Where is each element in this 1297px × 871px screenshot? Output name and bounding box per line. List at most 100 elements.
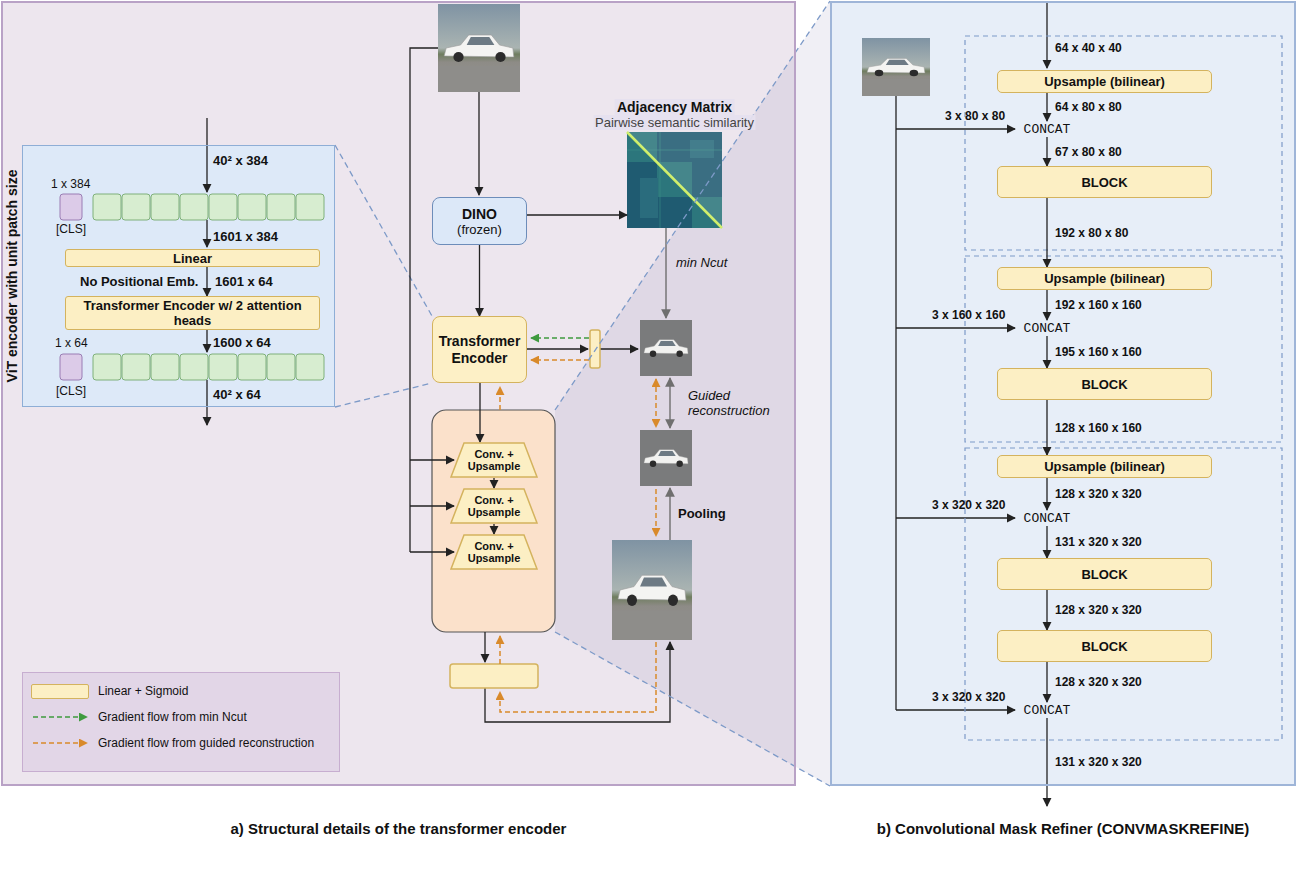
token-row [238, 194, 266, 220]
linear-layer: Linear [65, 249, 320, 267]
legend-box: Linear + SigmoidGradient flow from min N… [22, 672, 340, 772]
gradient-arrow [655, 489, 657, 536]
panel-caption: a) Structural details of the transformer… [0, 820, 854, 838]
annotation: 1 x 64 [55, 336, 88, 350]
token-row [60, 194, 82, 220]
token-row [238, 354, 266, 380]
label-slot: 40² x 384 [213, 153, 268, 168]
upsample-box: Upsample (bilinear) [997, 267, 1212, 290]
label-slot: 3 x 320 x 320 [932, 690, 1005, 704]
node-text: Upsample (bilinear) [1044, 74, 1165, 89]
mask-image [640, 320, 692, 376]
connector [479, 245, 480, 316]
zoom-line [555, 1, 830, 410]
dimension-label: 1601 x 64 [215, 274, 273, 289]
flow-arrow [484, 632, 485, 662]
node-text: Upsample (bilinear) [1044, 271, 1165, 286]
reconstruction-arrow [665, 228, 666, 318]
annotation: No Positional Emb. [80, 274, 198, 289]
connector [206, 267, 207, 296]
label-slot: 128 x 320 x 320 [1055, 603, 1142, 617]
label-slot: 64 x 80 x 80 [1055, 100, 1122, 114]
skip-line [1046, 2, 1047, 68]
token-row [60, 354, 324, 380]
dimension-label: 131 x 320 x 320 [1055, 535, 1142, 549]
block-box: BLOCK [997, 368, 1212, 400]
trapezoid-outline [451, 489, 537, 523]
legend-slot: Linear + Sigmoid [98, 684, 188, 698]
zoom-shade [555, 1, 830, 786]
zoom-line [335, 145, 432, 407]
backbone-box: DINO(frozen) [432, 197, 527, 245]
label-slot: [CLS] [56, 222, 86, 236]
block-box: BLOCK [997, 166, 1212, 198]
label-slot: 192 x 160 x 160 [1055, 298, 1142, 312]
annotation: Guided reconstruction [688, 388, 788, 418]
gradient-arrow [531, 337, 589, 339]
annotation: [CLS] [56, 384, 86, 398]
connector [1046, 400, 1047, 455]
token-row [122, 354, 150, 380]
token-row [93, 354, 121, 380]
annotation: 3 x 80 x 80 [945, 109, 1005, 123]
flow-arrow [206, 330, 207, 352]
legend-line [31, 737, 93, 749]
similarity-heatmap [640, 178, 658, 218]
zoom-line [555, 1, 830, 786]
connector [1046, 137, 1047, 166]
connector [1046, 290, 1047, 320]
legend-text: Gradient flow from min Ncut [98, 710, 247, 724]
annotation: 40² x 64 [213, 387, 261, 402]
zoom-line [335, 383, 432, 407]
conv-stack-box [432, 410, 555, 632]
token-row [180, 194, 208, 220]
label-slot: 1600 x 64 [213, 335, 271, 350]
skip-line [896, 128, 1015, 129]
token-row [60, 354, 82, 380]
label-slot: No Positional Emb. [80, 274, 198, 289]
dimension-label: 67 x 80 x 80 [1055, 145, 1122, 159]
node-text: CONCAT [1024, 321, 1071, 336]
panel: a) Structural details of the transformer… [1, 1, 796, 786]
zoom-line [555, 632, 830, 786]
label-slot: 40² x 64 [213, 387, 261, 402]
sigmoid-bar [590, 330, 600, 368]
node-text: (frozen) [457, 222, 502, 237]
connector [479, 383, 480, 442]
annotation: 64 x 40 x 40 [1055, 41, 1122, 55]
legend-text: Linear + Sigmoid [98, 684, 188, 698]
reconstruction-arrow [666, 228, 670, 540]
flow-arrow [410, 505, 454, 506]
stage-group [965, 36, 1282, 250]
label-slot: 3 x 160 x 160 [932, 308, 1005, 322]
token-row [122, 194, 150, 220]
transformer-block: Transformer Encoder w/ 2 attention heads [65, 296, 320, 330]
flow-arrow [206, 220, 207, 247]
token-row [151, 354, 179, 380]
token-row [209, 194, 237, 220]
node-text: CONCAT [1024, 703, 1071, 718]
annotation: 131 x 320 x 320 [1055, 755, 1142, 769]
concat-node: CONCAT [1017, 320, 1077, 336]
flow-arrow [206, 380, 207, 425]
connector [1046, 662, 1047, 702]
node-text: BLOCK [1081, 175, 1127, 190]
connector [1046, 478, 1047, 510]
label-slot: 1 x 64 [55, 336, 88, 350]
concat-node: CONCAT [1017, 121, 1077, 137]
node-text: BLOCK [1081, 567, 1127, 582]
legend-line [33, 716, 87, 718]
stage-group [965, 256, 1282, 442]
matrix-heading: Adjacency Matrix [615, 99, 734, 115]
flow-arrow [410, 551, 454, 552]
flow-arrow [478, 92, 479, 195]
gradient-arrow [499, 387, 501, 410]
text-holder: Adjacency MatrixPairwise semantic simila… [593, 99, 756, 130]
full-image [612, 540, 692, 640]
connector [493, 524, 494, 534]
sigmoid-bar [450, 664, 538, 688]
node-text: BLOCK [1081, 639, 1127, 654]
dimension-label: 195 x 160 x 160 [1055, 345, 1142, 359]
panel-caption: b) Convolutional Mask Refiner (CONVMASKR… [772, 820, 1297, 838]
similarity-heatmap [627, 132, 722, 228]
